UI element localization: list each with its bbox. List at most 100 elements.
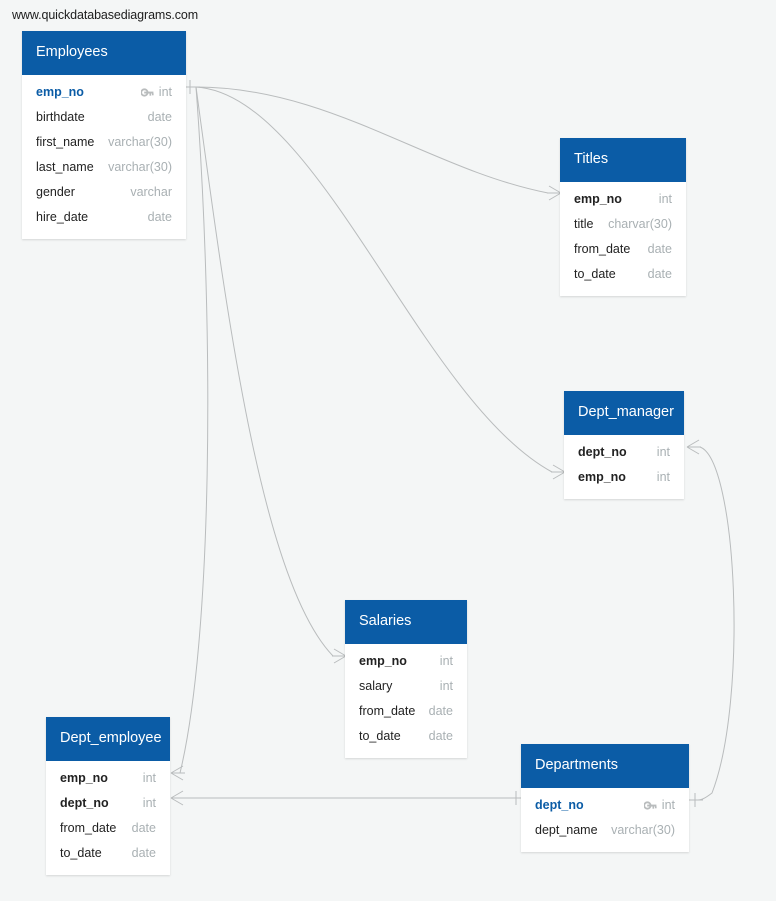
field-meta: date — [148, 210, 172, 224]
field-type: date — [131, 821, 156, 835]
field-name-emp_no: emp_no — [359, 654, 407, 668]
field-name-salary: salary — [359, 679, 393, 693]
table-titles[interactable]: Titles emp_no int title charvar(30) from_date… — [560, 138, 686, 296]
field-type: varchar(30) — [108, 135, 172, 149]
field-row[interactable]: last_name varchar(30) — [22, 155, 186, 180]
field-type: charvar(30) — [608, 217, 672, 231]
field-name-to_date: to_date — [60, 846, 102, 860]
field-name-hire_date: hire_date — [36, 210, 89, 224]
marker-many-salaries — [332, 648, 347, 664]
field-type: varchar — [130, 185, 172, 199]
field-row[interactable]: dept_no int — [564, 440, 684, 465]
relation-employees-titles — [195, 86, 549, 194]
field-meta: int — [643, 798, 675, 812]
field-meta: date — [429, 729, 453, 743]
key-icon — [140, 87, 154, 97]
table-header-dept_manager[interactable]: Dept_manager — [564, 391, 684, 435]
marker-many-dept_manager-dept_no — [686, 439, 701, 455]
marker-many-titles — [547, 185, 562, 201]
field-type: varchar(30) — [611, 823, 675, 837]
field-name-from_date: from_date — [359, 704, 416, 718]
field-row[interactable]: dept_no int — [46, 791, 170, 816]
field-type: date — [147, 210, 172, 224]
field-row[interactable]: birthdate date — [22, 105, 186, 130]
field-name-dept_no: dept_no — [535, 798, 584, 812]
field-name-from_date: from_date — [60, 821, 117, 835]
field-type: int — [656, 470, 670, 484]
field-name-first_name: first_name — [36, 135, 95, 149]
field-name-dept_no: dept_no — [60, 796, 109, 810]
field-name-emp_no: emp_no — [574, 192, 622, 206]
field-row[interactable]: gender varchar — [22, 180, 186, 205]
field-row[interactable]: emp_no int — [345, 649, 467, 674]
field-type: date — [647, 267, 672, 281]
field-name-emp_no: emp_no — [578, 470, 626, 484]
field-type: int — [661, 798, 675, 812]
field-name-title: title — [574, 217, 594, 231]
field-row[interactable]: title charvar(30) — [560, 212, 686, 237]
relation-departments-dept_manager — [697, 446, 735, 801]
field-row[interactable]: emp_no int — [560, 187, 686, 212]
field-type: date — [428, 704, 453, 718]
table-header-departments[interactable]: Departments — [521, 744, 689, 788]
field-row[interactable]: from_date date — [46, 816, 170, 841]
field-row[interactable]: emp_no int — [564, 465, 684, 490]
relation-employees-salaries — [195, 86, 334, 657]
field-meta: date — [648, 242, 672, 256]
field-meta: date — [648, 267, 672, 281]
field-type: int — [656, 445, 670, 459]
field-meta: varchar — [130, 185, 172, 199]
field-type: date — [147, 110, 172, 124]
field-name-emp_no: emp_no — [60, 771, 108, 785]
field-row[interactable]: from_date date — [345, 699, 467, 724]
field-type: int — [439, 679, 453, 693]
field-meta: varchar(30) — [108, 160, 172, 174]
marker-many-dept_employee-emp_no — [170, 765, 185, 781]
field-name-birthdate: birthdate — [36, 110, 85, 124]
field-row[interactable]: dept_no int — [521, 793, 689, 818]
field-name-last_name: last_name — [36, 160, 94, 174]
field-meta: int — [440, 654, 453, 668]
field-meta: int — [143, 771, 156, 785]
table-header-titles[interactable]: Titles — [560, 138, 686, 182]
field-row[interactable]: hire_date date — [22, 205, 186, 230]
field-meta: date — [429, 704, 453, 718]
watermark-url: www.quickdatabasediagrams.com — [12, 8, 199, 22]
field-name-dept_no: dept_no — [578, 445, 627, 459]
field-meta: int — [657, 445, 670, 459]
field-row[interactable]: emp_no int — [46, 766, 170, 791]
field-meta: int — [143, 796, 156, 810]
field-row[interactable]: dept_name varchar(30) — [521, 818, 689, 843]
table-header-employees[interactable]: Employees — [22, 31, 186, 75]
marker-many-dept_employee-dept_no — [170, 790, 185, 806]
relation-employees-dept_manager — [195, 86, 553, 473]
field-name-emp_no: emp_no — [36, 85, 84, 99]
field-row[interactable]: salary int — [345, 674, 467, 699]
table-header-dept_employee[interactable]: Dept_employee — [46, 717, 170, 761]
field-meta: int — [659, 192, 672, 206]
field-name-dept_name: dept_name — [535, 823, 598, 837]
field-row[interactable]: first_name varchar(30) — [22, 130, 186, 155]
table-departments[interactable]: Departments dept_no int dept_name varchar(30… — [521, 744, 689, 852]
field-type: varchar(30) — [108, 160, 172, 174]
field-name-gender: gender — [36, 185, 75, 199]
field-type: int — [142, 771, 156, 785]
table-header-salaries[interactable]: Salaries — [345, 600, 467, 644]
field-meta: charvar(30) — [608, 217, 672, 231]
field-type: date — [647, 242, 672, 256]
field-meta: int — [657, 470, 670, 484]
